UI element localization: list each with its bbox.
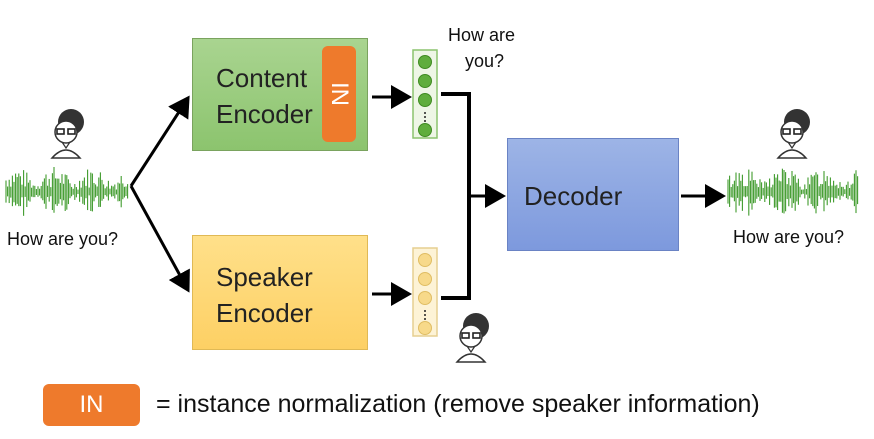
output-caption: How are you? <box>733 227 845 247</box>
speaker-vector-avatar-icon <box>455 313 489 363</box>
content-encoder-label-line2: Encoder <box>216 99 313 129</box>
decoder-box: Decoder <box>507 138 679 251</box>
input-speaker-avatar-icon <box>50 109 84 159</box>
speaker-encoder-box: Speaker Encoder <box>192 235 368 350</box>
output-speaker-avatar-icon <box>776 109 810 159</box>
arrow-to-content-encoder <box>129 95 190 187</box>
combine-bracket <box>441 92 471 300</box>
speaker-encoder-label-line1: Speaker <box>216 262 313 292</box>
legend-tag-label: IN <box>79 391 104 418</box>
legend-instance-norm-tag: IN <box>43 384 140 426</box>
speaker-vector-icon <box>412 247 438 337</box>
speaker-encoder-label-line2: Encoder <box>216 298 313 328</box>
instance-norm-tag: IN <box>322 46 356 142</box>
content-encoder-label-line1: Content <box>216 63 308 93</box>
legend-description: = instance normalization (remove speaker… <box>156 390 760 418</box>
input-caption: How are you? <box>7 229 119 249</box>
arrow-to-speaker-encoder <box>129 185 190 293</box>
output-waveform-icon <box>727 168 859 216</box>
decoder-label: Decoder <box>524 181 623 211</box>
input-waveform-icon <box>5 166 129 216</box>
content-vector-caption-line1: How are <box>448 25 516 45</box>
content-vector-caption-line2: you? <box>465 51 505 71</box>
content-vector-icon <box>412 49 438 139</box>
instance-norm-tag-label: IN <box>326 82 353 106</box>
